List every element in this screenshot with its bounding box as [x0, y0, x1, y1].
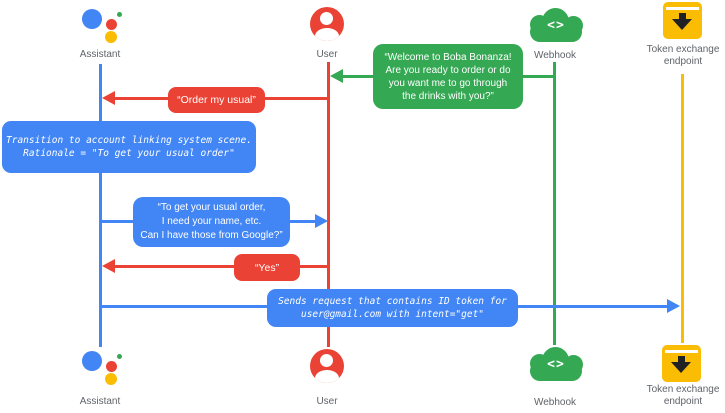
user-icon: [310, 349, 344, 383]
welcome-message: “Welcome to Boba Bonanza! Are you ready …: [373, 44, 523, 109]
token-endpoint-label-top: Token exchange endpoint: [646, 44, 720, 67]
ask-info-message: “To get your usual order, I need your na…: [133, 197, 290, 247]
assistant-logo-yellow-circle: [105, 31, 117, 43]
yes-message: “Yes”: [234, 254, 300, 281]
user-label-bottom: User: [316, 396, 338, 407]
yes-arrowhead-left-icon: [102, 259, 115, 273]
webhook-icon: <>: [528, 346, 584, 382]
assistant-logo-blue-circle: [82, 351, 102, 371]
download-arrow-icon: [671, 362, 691, 373]
cloud-base: [530, 22, 582, 42]
user-label-top: User: [316, 49, 338, 60]
assistant-icon: [78, 344, 124, 388]
webhook-lifeline: [553, 62, 556, 345]
order-arrowhead-left-icon: [102, 91, 115, 105]
assistant-label-bottom: Assistant: [79, 396, 121, 407]
order-my-usual-message: “Order my usual”: [168, 87, 265, 113]
assistant-logo-red-circle: [106, 361, 117, 372]
user-icon: [310, 7, 344, 41]
assistant-icon: [78, 2, 124, 46]
user-icon-body: [315, 28, 339, 41]
send-request-note: Sends request that contains ID token for…: [267, 289, 518, 327]
user-icon-body: [315, 370, 339, 383]
token-icon-arrow-stem: [679, 13, 686, 20]
welcome-arrowhead-left-icon: [330, 69, 343, 83]
token-endpoint-lifeline: [681, 74, 684, 343]
webhook-label-top: Webhook: [533, 50, 577, 61]
assistant-logo-yellow-circle: [105, 373, 117, 385]
yes-arrow-line: [115, 265, 328, 268]
webhook-icon: <>: [528, 7, 584, 43]
assistant-logo-green-dot: [117, 354, 122, 359]
token-endpoint-icon: [662, 345, 701, 382]
webhook-label-bottom: Webhook: [533, 397, 577, 408]
user-icon-head: [320, 354, 333, 367]
assistant-logo-blue-circle: [82, 9, 102, 29]
transition-note: Transition to account linking system sce…: [2, 121, 256, 173]
user-lifeline: [327, 62, 330, 347]
ask-info-arrowhead-right-icon: [315, 214, 328, 228]
token-icon-slot: [666, 7, 699, 10]
code-brackets-icon: <>: [547, 357, 565, 372]
assistant-logo-red-circle: [106, 19, 117, 30]
user-icon-head: [320, 12, 333, 25]
assistant-logo-green-dot: [117, 12, 122, 17]
cloud-base: [530, 361, 582, 381]
token-endpoint-label-bottom: Token exchange endpoint: [646, 384, 720, 407]
token-icon-slot: [665, 350, 698, 353]
token-icon-arrow-stem: [678, 356, 685, 363]
token-endpoint-icon: [663, 2, 702, 39]
download-arrow-icon: [672, 19, 692, 30]
assistant-lifeline: [99, 64, 102, 347]
assistant-label-top: Assistant: [79, 49, 121, 60]
send-request-arrowhead-right-icon: [667, 299, 680, 313]
code-brackets-icon: <>: [547, 18, 565, 33]
